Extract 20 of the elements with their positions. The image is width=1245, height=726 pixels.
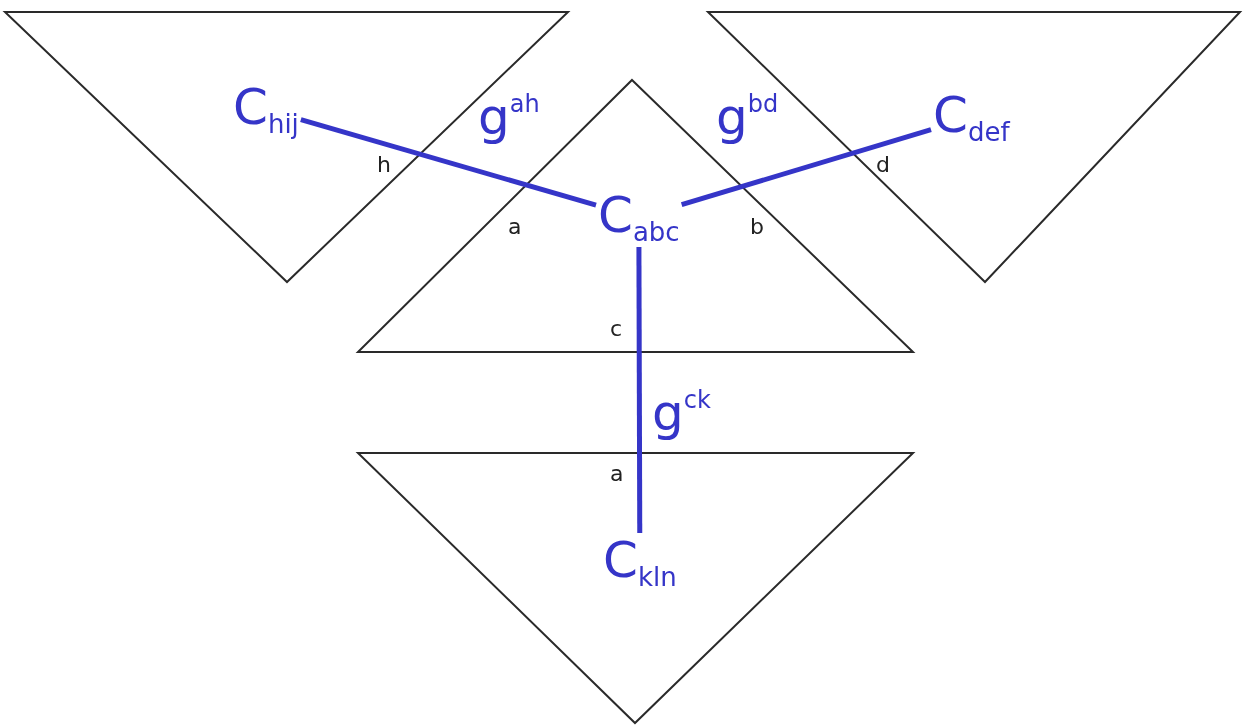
node-label: C$_{abc}$	[598, 190, 680, 246]
node-label: C$_{kln}$	[603, 535, 677, 591]
triangle	[5, 12, 568, 282]
edge-label: g$^{bd}$	[716, 92, 779, 142]
side-label: a	[610, 463, 624, 485]
side-label: h	[377, 154, 391, 176]
node-label: C$_{def}$	[933, 90, 1010, 146]
side-label: b	[750, 216, 764, 238]
edge-label: g$^{ah}$	[478, 92, 540, 142]
connector-line	[300, 117, 597, 208]
triangle	[358, 453, 913, 723]
triangle	[708, 12, 1240, 282]
connector-line	[680, 127, 932, 208]
side-label: a	[508, 216, 522, 238]
connector-line	[636, 247, 643, 533]
triangle	[358, 80, 913, 352]
node-label: C$_{hij}$	[233, 82, 299, 138]
side-label: d	[876, 154, 890, 176]
side-label: c	[610, 318, 623, 340]
edge-label: g$^{ck}$	[652, 388, 711, 438]
